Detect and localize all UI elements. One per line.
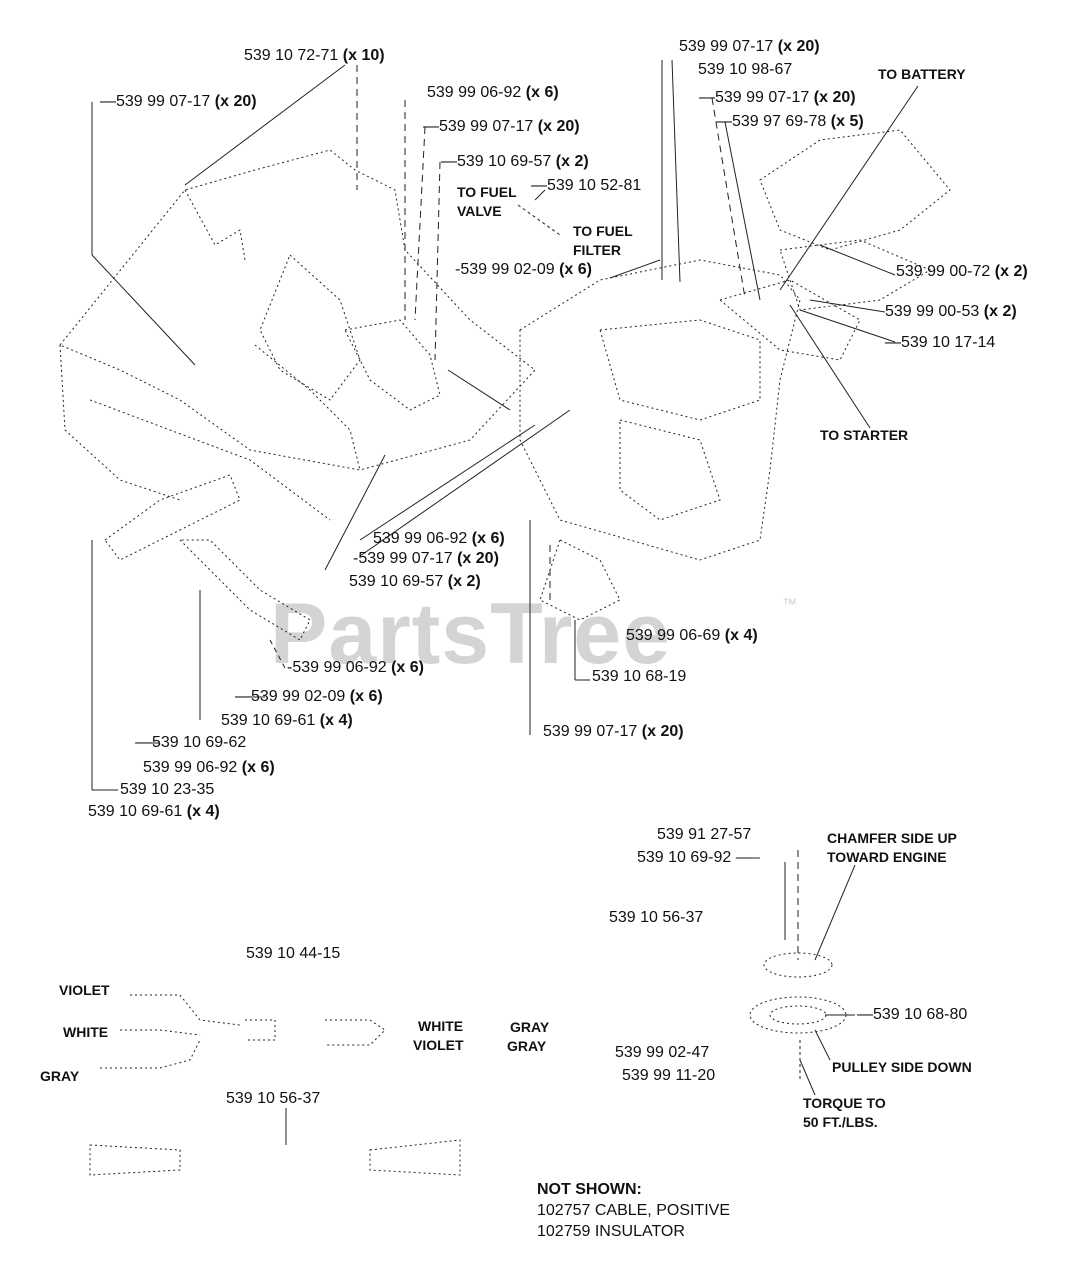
callout-539-99-06-92: -539 99 06-92 (x 6)	[287, 659, 424, 676]
callout-539-99-07-17: —539 99 07-17 (x 20)	[699, 89, 856, 106]
mount-plate	[344, 319, 441, 411]
callout-539-99-06-92: 539 99 06-92 (x 6)	[373, 530, 505, 547]
callout-539-10-68-80: —539 10 68-80	[857, 1006, 968, 1023]
callout-539-99-02-09: -539 99 02-09 (x 6)	[455, 261, 592, 278]
callout-539-10-98-67: 539 10 98-67	[698, 61, 793, 78]
callout-539-99-07-17: —539 99 07-17 (x 20)	[423, 118, 580, 135]
wire-label-gray-right-2: GRAY	[507, 1038, 547, 1054]
connector-b	[325, 1019, 386, 1046]
note-chamfer-line1: CHAMFER SIDE UP	[827, 830, 957, 846]
callout-539-99-06-69: 539 99 06-69 (x 4)	[626, 627, 758, 644]
connector-a	[245, 1019, 276, 1041]
harness-white	[120, 1029, 201, 1036]
callout-539-99-07-17: 539 99 07-17 (x 20)	[543, 723, 684, 740]
cable-end-right	[369, 1139, 461, 1176]
callout-539-99-00-72: 539 99 00-72 (x 2)	[896, 263, 1028, 280]
callout-539-10-72-71: 539 10 72-71 (x 10)	[244, 47, 385, 64]
callout-539-91-27-57: 539 91 27-57	[657, 826, 752, 843]
battery-tray	[779, 239, 932, 311]
callout-539-99-07-17: -539 99 07-17 (x 20)	[353, 550, 499, 567]
note-to-starter: TO STARTER	[820, 427, 909, 443]
callout-539-99-07-17: —539 99 07-17 (x 20)	[100, 93, 257, 110]
harness-gray	[100, 1039, 201, 1069]
callout-539-10-69-92: 539 10 69-92 —	[637, 849, 752, 866]
callout-539-10-69-57: —539 10 69-57 (x 2)	[441, 153, 589, 170]
engine-crankcase	[619, 419, 721, 521]
pulley-hub	[769, 1005, 827, 1025]
foot-rest	[104, 474, 241, 561]
callout-539-10-56-37: 539 10 56-37	[226, 1090, 321, 1107]
note-to-fuel-valve-line1: TO FUEL	[457, 184, 517, 200]
frame-rail	[89, 399, 331, 521]
callout-539-10-69-61: 539 10 69-61 (x 4)	[221, 712, 353, 729]
note-to-fuel-filter-line1: TO FUEL	[573, 223, 633, 239]
note-chamfer-line2: TOWARD ENGINE	[827, 849, 947, 865]
callout-539-99-11-20: 539 99 11-20	[622, 1067, 716, 1084]
not-shown-heading: NOT SHOWN:	[537, 1181, 642, 1198]
cross-member	[254, 344, 361, 471]
leader-lines	[91, 59, 919, 1145]
wire-label-gray: GRAY	[40, 1068, 80, 1084]
callout-539-99-06-92: 539 99 06-92 (x 6)	[143, 759, 275, 776]
note-torque-line2: 50 FT./LBS.	[803, 1114, 878, 1130]
callout-539-10-69-57: 539 10 69-57 (x 2)	[349, 573, 481, 590]
trademark-symbol: ™	[782, 596, 797, 613]
note-torque-line1: TORQUE TO	[803, 1095, 886, 1111]
frame-outlines	[59, 129, 951, 1176]
engine-cylinder	[599, 319, 761, 421]
wire-label-white: WHITE	[63, 1024, 109, 1040]
callout-539-99-02-47: 539 99 02-47	[615, 1044, 710, 1061]
seat-bracket	[259, 254, 361, 401]
chamfer-washer	[763, 952, 833, 978]
lower-link	[178, 539, 311, 641]
callout-539-10-23-35: 539 10 23-35	[120, 781, 215, 798]
note-to-fuel-filter-line2: FILTER	[573, 242, 621, 258]
callout-539-97-69-78: —539 97 69-78 (x 5)	[716, 113, 864, 130]
engine-block	[519, 259, 801, 561]
callout-539-99-07-17: 539 99 07-17 (x 20)	[679, 38, 820, 55]
wire-label-violet-right: VIOLET	[413, 1037, 464, 1053]
callout-539-10-17-14: —539 10 17-14	[885, 334, 996, 351]
wire-label-violet: VIOLET	[59, 982, 110, 998]
frame-bracket	[184, 189, 246, 261]
note-to-battery: TO BATTERY	[878, 66, 966, 82]
callout-539-99-02-09: —539 99 02-09 (x 6)	[235, 688, 383, 705]
callout-539-10-44-15: 539 10 44-15	[246, 945, 341, 962]
callout-539-10-52-81: —539 10 52-81	[531, 177, 642, 194]
watermark: PartsTree	[270, 586, 672, 682]
callout-539-10-69-61: 539 10 69-61 (x 4)	[88, 803, 220, 820]
battery-box	[759, 129, 951, 251]
callout-539-99-00-53: 539 99 00-53 (x 2)	[885, 303, 1017, 320]
not-shown-item: 102759 INSULATOR	[537, 1223, 685, 1240]
harness-violet	[130, 994, 241, 1026]
cable-end-left	[89, 1144, 181, 1176]
not-shown-item: 102757 CABLE, POSITIVE	[537, 1202, 730, 1219]
wire-label-white-right: WHITE	[418, 1018, 464, 1034]
engine-base	[539, 539, 621, 621]
callout-539-99-06-92: 539 99 06-92 (x 6)	[427, 84, 559, 101]
solenoid-bracket	[718, 279, 861, 361]
note-pulley-side-down: PULLEY SIDE DOWN	[832, 1059, 972, 1075]
wire-label-gray-right-1: GRAY	[510, 1019, 550, 1035]
callout-539-10-56-37: 539 10 56-37	[609, 909, 704, 926]
frame-lower-edge	[59, 344, 181, 501]
callout-539-10-68-19: 539 10 68-19	[592, 668, 687, 685]
callout-539-10-69-62: —539 10 69-62	[136, 734, 247, 751]
note-to-fuel-valve-line2: VALVE	[457, 203, 502, 219]
